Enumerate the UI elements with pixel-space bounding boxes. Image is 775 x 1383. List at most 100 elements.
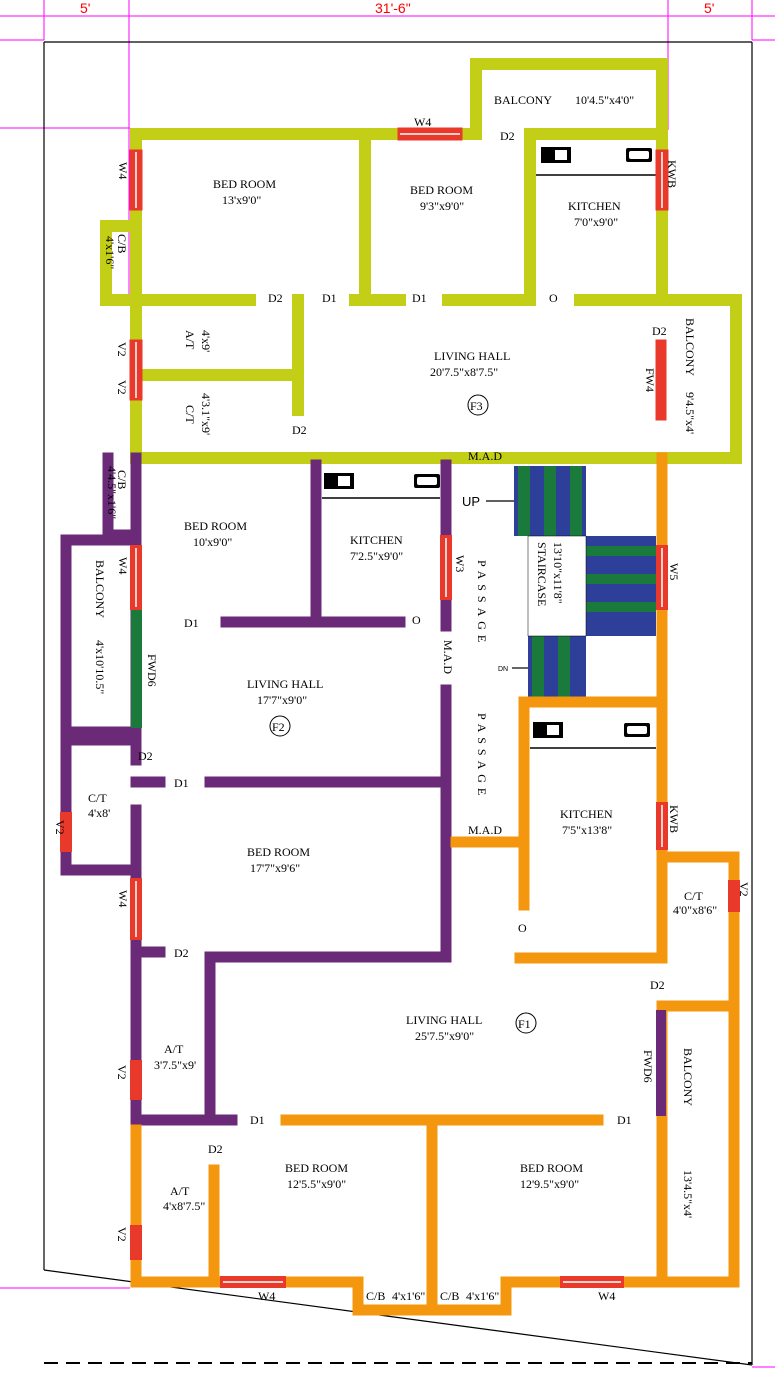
room-size: 4'x9' xyxy=(199,330,213,352)
floor-badge-text: F3 xyxy=(470,399,483,413)
room-name: LIVING HALL xyxy=(434,349,510,363)
door-mark: D1 xyxy=(174,776,189,790)
staircase xyxy=(514,466,656,702)
door-mark: M.A.D xyxy=(468,449,502,463)
f1-balcony-door xyxy=(656,1010,666,1116)
door-mark: D2 xyxy=(174,946,189,960)
floor-badge xyxy=(515,1012,537,1034)
room-name: BED ROOM xyxy=(285,1161,348,1175)
stair-direction: DN xyxy=(498,666,508,673)
room-name: A/T xyxy=(164,1042,184,1056)
vent-mark: V2 xyxy=(115,1227,129,1242)
staircase-size: 13'10"x11'8" xyxy=(551,542,565,604)
vent-mark: V2 xyxy=(53,820,67,835)
room-name: C/T xyxy=(684,889,703,903)
passage-label: PASSAGE xyxy=(475,560,489,647)
room-name: C/B xyxy=(115,470,129,489)
opening-mark: O xyxy=(518,921,527,935)
room-name: BALCONY xyxy=(93,560,107,618)
room-name: C/T xyxy=(183,405,197,424)
floor-badge-text: F1 xyxy=(518,1017,531,1031)
room-size: 7'5"x13'8" xyxy=(562,823,612,837)
vent-mark: V2 xyxy=(115,1065,129,1080)
room-name: BED ROOM xyxy=(184,519,247,533)
room-name: A/T xyxy=(183,330,197,350)
door-mark: FWD6 xyxy=(145,654,159,687)
room-name: BALCONY xyxy=(494,93,552,107)
window-mark: KWB xyxy=(667,805,681,833)
room-size: 4'x10'10.5" xyxy=(93,640,107,694)
room-name: BALCONY xyxy=(681,1048,695,1106)
stair-direction: UP xyxy=(462,494,480,509)
dim-right: 5' xyxy=(704,0,714,16)
room-size: 4'x8' xyxy=(88,806,110,820)
vent-mark: V2 xyxy=(115,342,129,357)
opening-mark: O xyxy=(412,613,421,627)
window-mark: W4 xyxy=(116,890,130,907)
passage-label: PASSAGE xyxy=(475,713,489,800)
room-name: BED ROOM xyxy=(520,1161,583,1175)
room-size: 4'x1'6" xyxy=(466,1289,499,1303)
window-mark: W3 xyxy=(453,555,467,572)
room-name: BED ROOM xyxy=(213,177,276,191)
room-size: 17'7"x9'0" xyxy=(257,693,307,707)
room-name: KITCHEN xyxy=(568,199,621,213)
window-mark: W4 xyxy=(116,162,130,179)
room-size: 12'5.5"x9'0" xyxy=(287,1177,346,1191)
room-size: 4'0"x8'6" xyxy=(673,903,717,917)
staircase-name: STAIRCASE xyxy=(535,542,549,606)
floor1-labels: KITCHEN 7'5"x13'8" LIVING HALL 25'7.5"x9… xyxy=(115,563,751,1303)
room-name: C/B xyxy=(115,234,129,253)
room-name: KITCHEN xyxy=(560,807,613,821)
door-mark: D2 xyxy=(268,291,283,305)
room-size: 10'x9'0" xyxy=(193,535,232,549)
room-size: 12'9.5"x9'0" xyxy=(520,1177,579,1191)
room-size: 9'3"x9'0" xyxy=(420,199,464,213)
room-name: KITCHEN xyxy=(350,533,403,547)
door-mark: D1 xyxy=(250,1113,265,1127)
floor-badge-text: F2 xyxy=(272,720,285,734)
room-size: 25'7.5"x9'0" xyxy=(415,1029,474,1043)
room-name: A/T xyxy=(170,1184,190,1198)
door-mark: D2 xyxy=(292,423,307,437)
room-name: C/B xyxy=(366,1289,385,1303)
floor3-walls xyxy=(100,58,742,464)
vent-mark: V2 xyxy=(737,882,751,897)
door-mark: D1 xyxy=(184,616,199,630)
f3-windows xyxy=(129,127,669,421)
room-name: C/B xyxy=(440,1289,459,1303)
window-mark: KWB xyxy=(665,160,679,188)
window-mark: W5 xyxy=(667,563,681,580)
room-size: 17'7"x9'6" xyxy=(250,861,300,875)
floor2-labels: BED ROOM 10'x9'0" KITCHEN 7'2.5"x9'0" LI… xyxy=(53,466,489,1080)
room-name: LIVING HALL xyxy=(406,1013,482,1027)
floor-badge xyxy=(269,715,291,737)
room-name: C/T xyxy=(88,791,107,805)
door-mark: M.A.D xyxy=(468,823,502,837)
window-mark: W4 xyxy=(116,557,130,574)
dim-left: 5' xyxy=(80,0,90,16)
room-size: 4'x8'7.5" xyxy=(163,1199,205,1213)
vent-mark: V2 xyxy=(115,380,129,395)
f2-balcony-door xyxy=(131,610,142,728)
room-size: 4'4.5"x1'6" xyxy=(105,466,119,519)
door-mark: D2 xyxy=(208,1142,223,1156)
room-name: BALCONY xyxy=(683,318,697,376)
floor-badge xyxy=(467,394,489,416)
room-size: 7'0"x9'0" xyxy=(574,215,618,229)
room-size: 4'x1'6" xyxy=(103,236,117,269)
window-mark: W4 xyxy=(598,1289,615,1303)
window-mark: W4 xyxy=(258,1289,275,1303)
door-mark: D1 xyxy=(322,291,337,305)
room-size: 13'x9'0" xyxy=(222,193,261,207)
room-size: 4'x1'6" xyxy=(392,1289,425,1303)
room-size: 9'4.5"x4' xyxy=(683,392,697,434)
window-mark: FW4 xyxy=(643,368,657,392)
floor3-labels: BED ROOM 13'x9'0" BED ROOM 9'3"x9'0" KIT… xyxy=(103,93,697,463)
door-mark: M.A.D xyxy=(441,640,455,674)
door-mark: D2 xyxy=(500,129,515,143)
door-mark: FWD6 xyxy=(641,1050,655,1083)
room-size: 4'3.1"x9' xyxy=(199,393,213,435)
